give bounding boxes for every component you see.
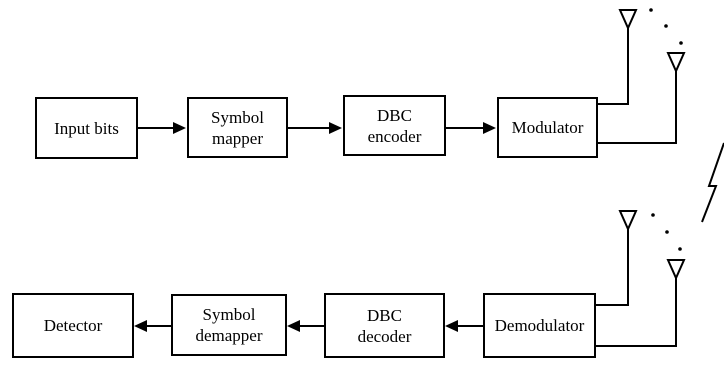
tx-antenna-2-icon: [666, 52, 686, 74]
rx-antenna-2-icon: [666, 259, 686, 281]
tx-dot-3: [679, 41, 683, 45]
detector-block: Detector: [12, 293, 134, 358]
dbc-encoder-block: DBC encoder: [343, 95, 446, 156]
rx-antenna-feed-1: [596, 229, 629, 306]
tx-dot-2: [664, 24, 668, 28]
tx-antenna-feed-2: [598, 71, 677, 144]
input-bits-block: Input bits: [35, 97, 138, 159]
tx-antenna-1-icon: [618, 9, 638, 31]
symbol-mapper-block: Symbol mapper: [187, 97, 288, 158]
rx-dot-2: [665, 230, 669, 234]
modulator-block: Modulator: [497, 97, 598, 158]
arrowhead-4: [445, 320, 458, 332]
rx-antenna-feed-2: [596, 278, 677, 347]
tx-antenna-feed-1: [598, 28, 629, 105]
tx-dot-1: [649, 8, 653, 12]
arrowhead-6: [134, 320, 147, 332]
arrowhead-5: [287, 320, 300, 332]
rx-antenna-1-icon: [618, 210, 638, 232]
demodulator-block: Demodulator: [483, 293, 596, 358]
symbol-demapper-block: Symbol demapper: [171, 294, 287, 356]
rx-dot-1: [651, 213, 655, 217]
arrowhead-3: [483, 122, 496, 134]
arrowhead-1: [173, 122, 186, 134]
rx-dot-3: [678, 247, 682, 251]
arrowhead-2: [329, 122, 342, 134]
dbc-decoder-block: DBC decoder: [324, 293, 445, 358]
wireless-channel-icon: [701, 142, 724, 223]
